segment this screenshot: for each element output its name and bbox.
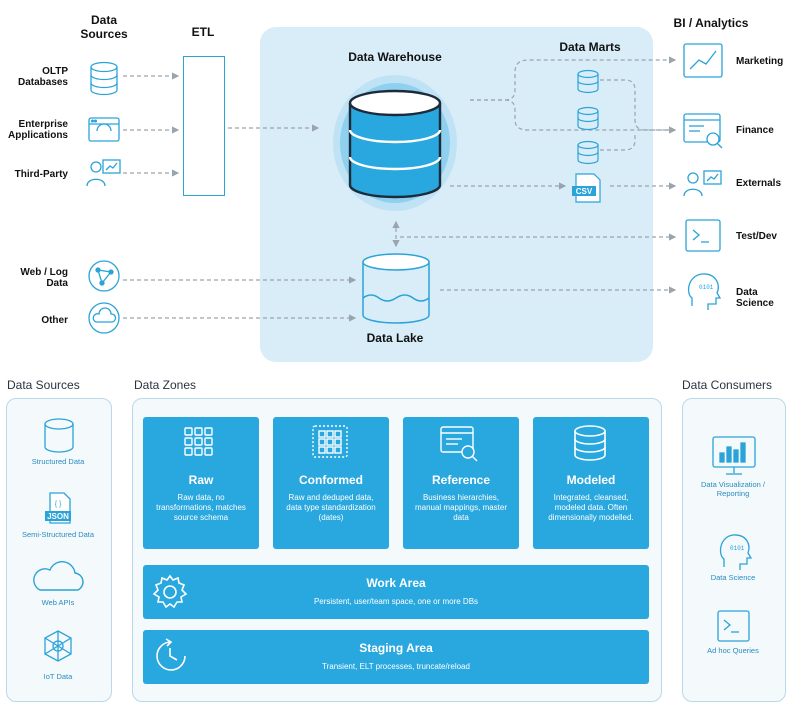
sources-header: Data Sources [80,13,128,41]
zone-card-modeled: Modeled Integrated, cleansed, modeled da… [533,417,649,549]
work-area-bar: Work Area Persistent, user/team space, o… [143,565,649,619]
zone-title: Reference [431,473,491,487]
zone-desc: Raw data, no transformations, matches so… [156,493,246,522]
zone-title: Conformed [299,473,363,487]
report-search-icon [683,113,723,149]
consumer-label-finance: Finance [736,125,774,136]
consumer-label-data-viz: Data Visualization / Reporting [700,480,766,498]
browser-window-icon [88,117,120,142]
warehouse-header: Data Warehouse [348,50,442,64]
person-chart-icon [683,170,722,197]
bottom-zones-title: Data Zones [134,378,197,392]
work-area-desc: Persistent, user/team space, one or more… [313,597,479,606]
source-label-other: Other [41,315,68,326]
consumer-label-test-dev: Test/Dev [736,231,777,242]
consumer-label-data-science: Data Science [736,287,774,309]
line-chart-icon [683,43,723,78]
consumer-label-ad-hoc: Ad hoc Queries [707,646,759,655]
zone-title: Modeled [566,473,616,487]
bottom-sources-panel [6,398,112,702]
staging-area-desc: Transient, ELT processes, truncate/reloa… [322,662,470,671]
marts-header: Data Marts [559,40,621,54]
bottom-sources-title: Data Sources [7,378,80,392]
zone-title: Raw [188,473,214,487]
zone-desc: Raw and deduped data, data type standard… [286,493,376,522]
source-label-web-log: Web / Log Data [20,267,68,289]
lake-label: Data Lake [366,331,424,345]
zone-card-reference: Reference Business hierarchies, manual m… [403,417,519,549]
head-binary-icon: 0101 [687,273,722,310]
work-area-title: Work Area [366,576,426,590]
data-warehouse-panel [260,27,653,362]
bottom-consumers-panel [682,398,786,702]
staging-area-bar: Staging Area Transient, ELT processes, t… [143,630,649,684]
consumer-label-marketing: Marketing [736,56,784,67]
zone-card-raw: Raw Raw data, no transformations, matche… [143,417,259,549]
consumer-label-data-science: Data Science [710,573,756,582]
cloud-sync-icon [88,302,120,334]
source-label-enterprise: Enterprise Applications [7,119,68,141]
source-label-structured: Structured Data [31,457,85,466]
zone-desc: Integrated, cleansed, modeled data. Ofte… [548,493,634,522]
source-label-third-party: Third-Party [14,169,68,180]
source-label-oltp: OLTP Databases [17,66,68,88]
source-label-web-apis: Web APIs [41,598,75,607]
zone-card-conformed: Conformed Raw and deduped data, data typ… [273,417,389,549]
network-globe-icon [88,260,120,292]
source-label-iot: IoT Data [43,672,73,681]
source-label-semi-structured: Semi-Structured Data [21,530,95,539]
person-chart-icon [86,159,121,187]
etl-header: ETL [191,25,215,39]
svg-text:0101: 0101 [699,284,714,291]
terminal-icon [685,219,721,252]
consumer-label-externals: Externals [736,178,782,189]
bottom-consumers-title: Data Consumers [682,378,773,392]
etl-box [183,56,225,196]
bi-header: BI / Analytics [673,16,749,30]
database-icon [90,61,118,96]
zone-desc: Business hierarchies, manual mappings, m… [414,493,508,522]
staging-area-title: Staging Area [359,641,433,655]
